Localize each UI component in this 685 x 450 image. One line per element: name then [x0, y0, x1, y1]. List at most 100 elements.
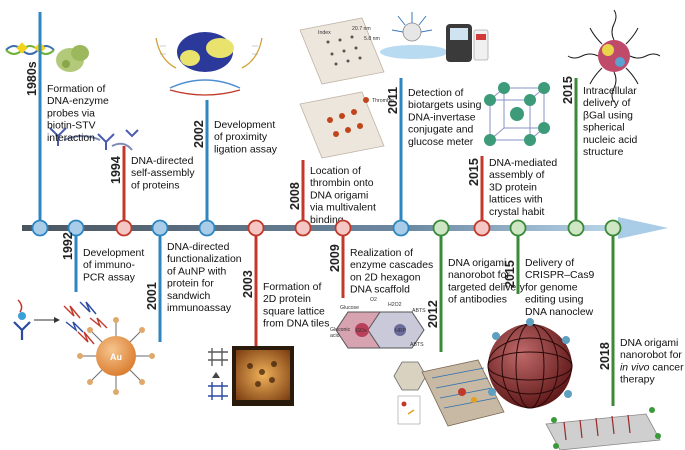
event-node	[432, 219, 450, 237]
event-description-line: delivery of	[583, 98, 630, 109]
event-description-line: from DNA tiles	[263, 319, 329, 330]
event-description-line: on 2D hexagon	[350, 272, 421, 283]
event-description-line: Formation of	[47, 84, 105, 95]
axis-arrowhead	[618, 217, 668, 239]
event-description-line: conjugate and	[408, 125, 474, 136]
origami-nanorobot-icon	[393, 359, 505, 427]
event-node	[334, 219, 352, 237]
event-description-line: in vivo cancer	[620, 362, 684, 373]
dim1-label: 20.7 nm	[352, 26, 371, 32]
glucose-label: Glucose	[340, 305, 359, 311]
event-description-line: Delivery of	[525, 258, 574, 269]
event-description-line: of antibodies	[448, 295, 507, 306]
acid-label: acid	[330, 333, 340, 339]
event-description-line: interaction	[47, 133, 95, 144]
event-year: 2011	[386, 87, 400, 114]
event-description-line: Intracellular	[583, 86, 637, 97]
spherical-nucleic-acid-icon	[567, 9, 661, 103]
event-description-line: of immuno-	[83, 260, 135, 271]
event-year: 2012	[426, 300, 440, 328]
event-description-line: crystal habit	[489, 207, 545, 218]
3d-protein-lattice-icon	[484, 82, 550, 146]
event-description-line: CRISPR–Cas9	[525, 270, 595, 281]
event-description-line: PCR assay	[83, 272, 136, 283]
dna-enzyme-probe-icon	[5, 42, 89, 72]
in-vivo-origami-icon	[545, 407, 661, 450]
event-year: 1994	[109, 156, 123, 184]
event-year: 2003	[241, 270, 255, 298]
event-year: 2008	[288, 182, 302, 210]
axis-bar	[22, 225, 622, 231]
event-description-line: square lattice	[263, 306, 325, 317]
event-description-line: for genome	[525, 282, 578, 293]
illustrations: Au	[5, 9, 661, 450]
dna-nanoclew-icon	[487, 318, 573, 409]
event-description-line: assembly of	[489, 170, 545, 181]
gluconic-label: Gluconic	[330, 327, 351, 333]
abts-ox-label: ABTS	[412, 308, 426, 314]
event-description-line: biotin-STV	[47, 121, 96, 132]
event-description-line: protein for	[167, 279, 214, 290]
event-description-line: glucose meter	[408, 137, 474, 148]
thrombin-label: Thrombin	[372, 98, 394, 104]
event-node	[247, 219, 265, 237]
event-description-line: sandwich	[167, 291, 211, 302]
immuno-pcr-icon	[13, 299, 108, 345]
event-description-line: self-assembly	[131, 168, 195, 179]
event-description-line: of proximity	[214, 132, 268, 143]
event-description-line: biotargets using	[408, 100, 482, 111]
event-year: 2009	[328, 244, 342, 272]
event-node	[151, 219, 169, 237]
event-description-line: DNA scaffold	[350, 285, 410, 296]
event-description-line: nanorobot for	[620, 350, 682, 361]
event-description-line: DNA origami	[448, 258, 506, 269]
event-description-line: therapy	[620, 375, 655, 386]
event-year: 2015	[561, 76, 575, 104]
event-description-line: structure	[583, 147, 624, 158]
event-description-line: nanorobot for	[448, 270, 510, 281]
event-description-line: Location of	[310, 166, 361, 177]
event-year: 2001	[145, 282, 159, 310]
event-node	[509, 219, 527, 237]
event-description-line: of proteins	[131, 180, 180, 191]
event-node	[115, 219, 133, 237]
event-description-line: enzyme cascades	[350, 260, 433, 271]
event-description-line: Development	[83, 248, 144, 259]
event-description-line: Formation of	[263, 282, 321, 293]
protein-self-assembly-icon	[49, 127, 139, 151]
proximity-ligation-icon	[155, 32, 263, 96]
index-label: Index	[318, 30, 331, 36]
event-year: 2015	[503, 260, 517, 288]
event-description-line: DNA-mediated	[489, 158, 557, 169]
abts-label: ABTS	[410, 342, 424, 348]
protein-square-lattice-icon	[208, 346, 294, 406]
event-description-line: probes via	[47, 108, 95, 119]
hrp-label: HRP	[395, 328, 406, 334]
event-description-line: DNA-invertase	[408, 112, 476, 123]
gold-nanoparticle-icon: Au	[77, 317, 155, 395]
timeline-axis	[22, 217, 668, 239]
event-description-line: ligation assay	[214, 144, 278, 155]
enzyme-cascade-icon: Glucose O2 H2O2 ABTS ABTS Gluconic acid …	[330, 297, 426, 349]
event-node	[294, 219, 312, 237]
event-node	[473, 219, 491, 237]
event-description-line: DNA-directed	[131, 156, 194, 167]
event-description-line: spherical	[583, 123, 625, 134]
event-year: 1980s	[25, 61, 39, 96]
event-description-line: DNA-directed	[167, 242, 230, 253]
